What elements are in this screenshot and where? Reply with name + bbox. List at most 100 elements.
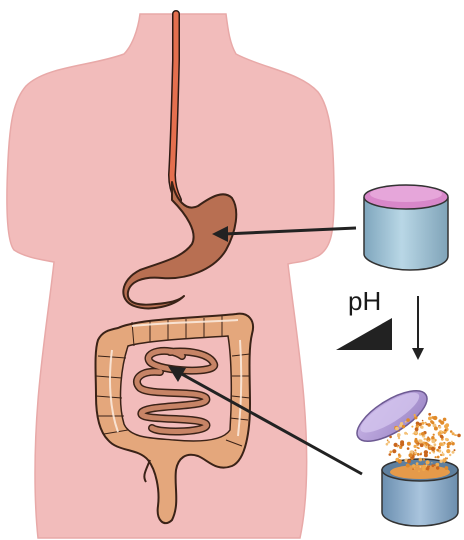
particle [406, 464, 410, 468]
particle [412, 433, 413, 434]
particle [419, 439, 423, 443]
particle [439, 442, 443, 446]
particle [436, 449, 439, 452]
particle [406, 418, 410, 422]
particle [452, 432, 455, 435]
particle [442, 453, 445, 456]
particle [436, 466, 439, 469]
particle [435, 463, 439, 467]
particle [414, 445, 417, 448]
particle [447, 445, 450, 448]
particle [449, 454, 451, 456]
particle [414, 468, 416, 470]
particle [431, 436, 434, 439]
particle [407, 447, 410, 450]
particle [418, 447, 420, 449]
particle [423, 459, 425, 461]
particle [437, 456, 440, 459]
particle [434, 443, 437, 446]
particle [445, 438, 448, 441]
particle [445, 429, 447, 431]
ph-label: pH [348, 286, 381, 316]
particle [412, 464, 415, 467]
particle [440, 460, 443, 463]
particle [399, 424, 402, 427]
particle [442, 458, 446, 462]
particle [431, 439, 435, 443]
particle [427, 423, 431, 427]
particle [428, 417, 432, 421]
particle [412, 468, 414, 470]
closed-capsule-icon [364, 185, 448, 270]
particle [420, 443, 424, 447]
particle [434, 427, 438, 431]
particle [407, 459, 411, 463]
particle [386, 443, 389, 446]
particle [426, 444, 428, 446]
particle [424, 450, 428, 454]
particle [400, 442, 404, 446]
particle [435, 456, 437, 458]
particle [398, 459, 402, 463]
particle [394, 443, 398, 447]
particle [387, 441, 390, 444]
particle [428, 466, 430, 468]
particle [457, 434, 461, 438]
particle [414, 449, 416, 451]
particle [445, 423, 449, 427]
particle [415, 427, 419, 431]
particle [431, 464, 434, 467]
particle [407, 442, 411, 446]
particle [419, 466, 421, 468]
particle [414, 416, 416, 418]
open-capsule-icon [350, 381, 458, 526]
particle [411, 426, 413, 428]
particle [405, 421, 407, 423]
particle [444, 462, 445, 463]
particle [446, 457, 448, 459]
down-arrow [412, 296, 424, 360]
particle [426, 460, 430, 464]
particle [433, 434, 435, 436]
particle [392, 449, 396, 453]
particle [398, 453, 401, 456]
particle [455, 434, 457, 436]
particle [389, 436, 392, 439]
particle [446, 449, 450, 453]
particle [419, 458, 423, 462]
particle [434, 464, 436, 466]
particle [438, 446, 441, 449]
particle [387, 439, 389, 441]
particle [420, 453, 422, 455]
particle [450, 430, 453, 433]
particle [433, 416, 437, 420]
particle [416, 466, 417, 467]
particle [398, 431, 399, 432]
particle [402, 425, 405, 428]
particle [442, 452, 443, 453]
particle [422, 465, 426, 469]
particle [433, 451, 434, 452]
particle [439, 427, 441, 429]
ph-gradient-wedge-icon [336, 318, 392, 350]
particle [454, 449, 456, 451]
particle [395, 427, 399, 431]
particle [422, 420, 424, 422]
particle [420, 426, 423, 429]
particle [438, 419, 441, 422]
particle [428, 440, 430, 442]
particle [389, 453, 392, 456]
particle [389, 451, 392, 454]
particle [414, 431, 416, 433]
particle [397, 433, 401, 437]
particle [398, 437, 400, 439]
particle [414, 451, 417, 454]
particle [443, 418, 447, 422]
particle [407, 433, 408, 434]
particle [438, 432, 442, 436]
particle [425, 442, 428, 445]
particle [409, 453, 413, 457]
particle [431, 462, 432, 463]
particle [429, 452, 431, 454]
